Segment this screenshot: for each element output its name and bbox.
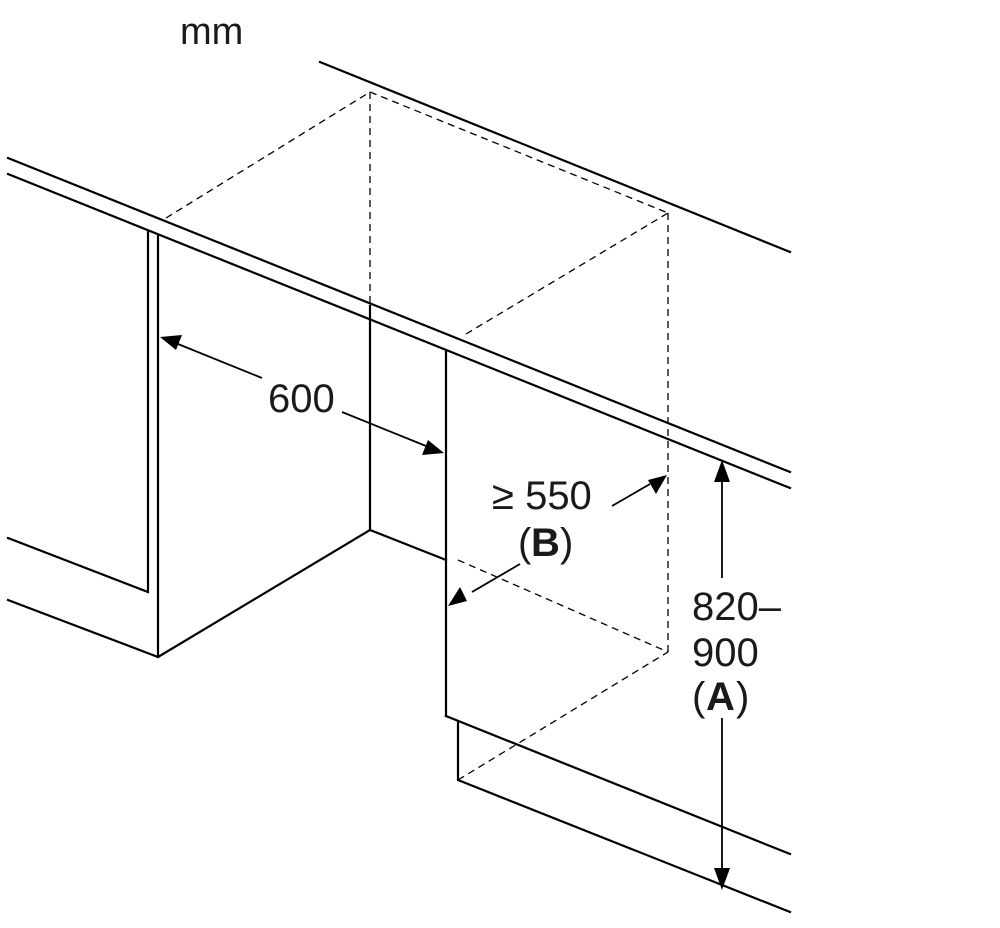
depth-value: ≥ 550 [492, 474, 592, 518]
worktop [6, 60, 792, 490]
depth-code: B [531, 521, 560, 565]
height-dimension: 820– 900 ( A ) [686, 460, 786, 890]
height-value-line2: 900 [692, 631, 759, 675]
depth-arrow-bottom [448, 587, 467, 606]
depth-dimension: ≥ 550 ( B ) [448, 474, 667, 606]
height-value-line1: 820– [692, 585, 782, 629]
height-code-close: ) [736, 675, 749, 719]
height-code-open: ( [692, 675, 706, 719]
height-arrow-bottom [714, 868, 730, 890]
unit-label: mm [180, 11, 243, 53]
niche-outline-dashed [165, 91, 669, 781]
width-arrow-left [160, 335, 182, 350]
depth-code-open: ( [518, 521, 532, 565]
height-code: A [706, 675, 735, 719]
width-dimension: 600 [160, 335, 444, 455]
width-value: 600 [268, 377, 335, 421]
height-arrow-top [714, 460, 730, 482]
depth-code-close: ) [560, 521, 573, 565]
depth-arrow-top [648, 475, 667, 494]
left-cabinet [6, 230, 372, 659]
width-arrow-right [422, 440, 444, 455]
niche-back-wall [368, 304, 448, 562]
